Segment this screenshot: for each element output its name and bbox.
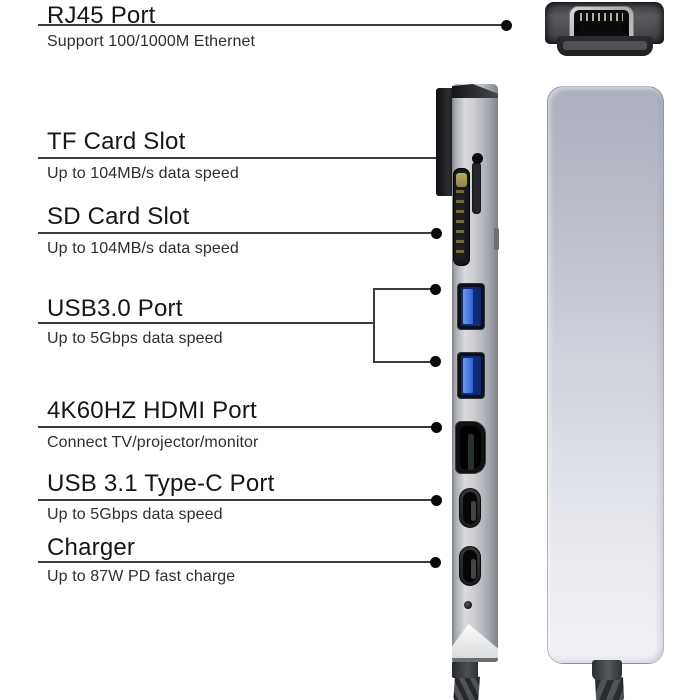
callout-subtitle-rj45: Support 100/1000M Ethernet: [47, 33, 256, 50]
tf-card-slot: [472, 162, 481, 214]
leader-line-tf: [38, 157, 475, 159]
leader-dot-charger: [430, 557, 441, 568]
leader-line-hdmi: [38, 426, 434, 428]
callout-title-hdmi: 4K60HZ HDMI Port: [47, 397, 257, 424]
leader-line-usb3: [38, 322, 375, 324]
usb3-port-2-inner: [461, 356, 481, 395]
leader-line-sd: [38, 232, 434, 234]
callout-subtitle-tf: Up to 104MB/s data speed: [47, 165, 239, 182]
hub-rj45-housing: [436, 88, 454, 196]
usb-c-charger-port-inner: [463, 550, 477, 582]
leader-bracket-usb3: [373, 288, 375, 363]
leader-dot-tf: [472, 153, 483, 164]
leader-line-rj45: [38, 24, 504, 26]
callout-title-charger: Charger: [47, 534, 136, 561]
callout-title-usb3: USB3.0 Port: [47, 295, 183, 322]
callout-title-sd: SD Card Slot: [47, 203, 190, 230]
leader-dot-typec: [431, 495, 442, 506]
leader-line-charger: [38, 561, 433, 563]
leader-dot-sd: [431, 228, 442, 239]
leader-line-usb3-bottom: [373, 361, 433, 363]
usb-c-charger-port-pin: [471, 559, 476, 579]
sd-slot-contact-pad: [456, 173, 467, 187]
rj45-clip-recess-left: [575, 23, 580, 33]
usb-c-data-port-pin: [471, 501, 476, 521]
usb3-port-2-tongue: [463, 358, 473, 393]
leader-line-typec: [38, 499, 434, 501]
leader-line-usb3-top: [373, 288, 433, 290]
rj45-housing-lip: [557, 36, 653, 56]
callout-title-rj45: RJ45 Port: [47, 2, 156, 29]
usb3-port-1-tongue: [463, 289, 473, 324]
callout-subtitle-hdmi: Connect TV/projector/monitor: [47, 434, 259, 451]
callout-subtitle-charger: Up to 87W PD fast charge: [47, 568, 236, 585]
callout-subtitle-usb3: Up to 5Gbps data speed: [47, 330, 223, 347]
usb-c-data-port-inner: [463, 492, 477, 524]
callout-title-tf: TF Card Slot: [47, 128, 186, 155]
leader-dot-usb3-top: [430, 284, 441, 295]
hub-cable: [453, 675, 480, 700]
hub-side-nub: [494, 228, 499, 250]
hdmi-port: [455, 421, 486, 474]
leader-dot-rj45: [501, 20, 512, 31]
callout-subtitle-sd: Up to 104MB/s data speed: [47, 240, 239, 257]
usb3-port-1: [457, 283, 485, 330]
rj45-housing-lip-face: [563, 41, 647, 50]
hub-bottom-edge: [452, 658, 498, 662]
usb-c-data-port: [459, 488, 481, 528]
usb3-port-2: [457, 352, 485, 399]
rj45-pins: [580, 13, 623, 21]
leader-dot-usb3-bottom: [430, 356, 441, 367]
usb-c-charger-port: [459, 546, 481, 586]
sd-card-slot: [453, 168, 470, 266]
hub-back-view: [547, 86, 664, 664]
rj45-clip-recess-right: [623, 23, 628, 33]
led-indicator-hole: [464, 601, 472, 609]
callout-subtitle-typec: Up to 5Gbps data speed: [47, 506, 223, 523]
sd-slot-contacts: [456, 190, 464, 260]
back-view-cable-strain-relief: [592, 660, 622, 680]
back-view-cable: [595, 677, 625, 700]
hub-cable-strain-relief: [452, 661, 478, 678]
callout-title-typec: USB 3.1 Type-C Port: [47, 470, 275, 497]
hdmi-port-inner: [460, 426, 481, 470]
hdmi-port-contacts: [468, 434, 474, 470]
usb3-port-1-inner: [461, 287, 481, 326]
leader-dot-hdmi: [431, 422, 442, 433]
